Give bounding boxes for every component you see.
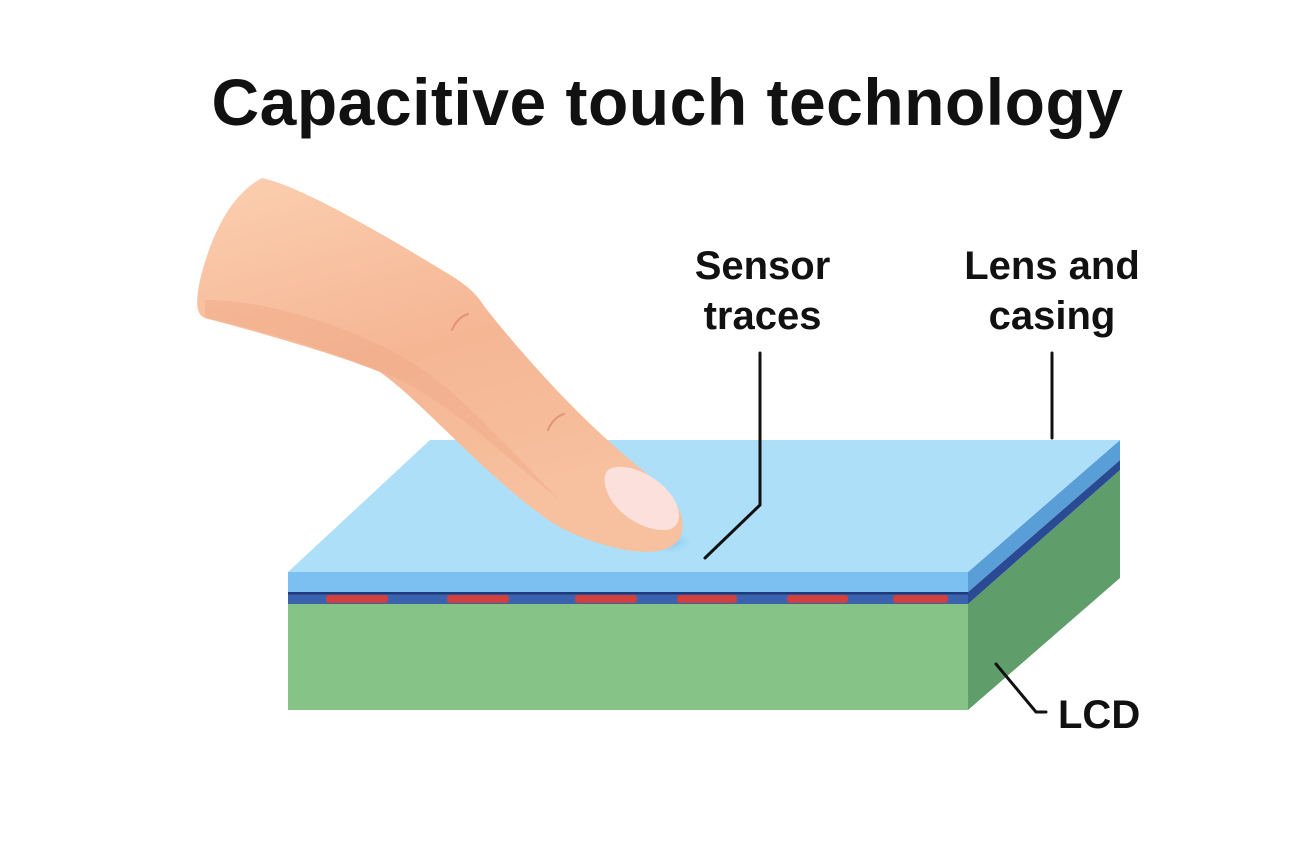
label-sensor-traces: Sensor traces xyxy=(680,241,845,341)
lens-front-face xyxy=(288,572,968,592)
knuckle-crease xyxy=(451,313,469,331)
sensor-traces-leader-line xyxy=(703,351,762,560)
label-lens-and-casing: Lens and casing xyxy=(948,241,1156,341)
finger-illustration xyxy=(197,178,683,552)
lcd-layer xyxy=(288,470,1120,710)
label-lcd: LCD xyxy=(1058,693,1141,737)
finger xyxy=(197,178,683,552)
label-sensor-traces-line1: Sensor xyxy=(694,244,831,288)
trace-segment xyxy=(893,595,948,603)
trace-segment xyxy=(787,595,848,603)
lcd-leader-line xyxy=(994,662,1048,714)
knuckle-crease xyxy=(547,413,565,431)
label-lens-line2: casing xyxy=(988,294,1116,338)
finger-shadow xyxy=(205,300,560,500)
sensor-traces xyxy=(326,595,948,603)
label-sensor-traces-line2: traces xyxy=(703,294,822,338)
lcd-front-face xyxy=(288,604,968,710)
sensor-edge-line xyxy=(288,592,968,595)
fingernail xyxy=(604,466,679,530)
trace-segment xyxy=(447,595,509,603)
label-lens-line1: Lens and xyxy=(964,244,1140,288)
sensor-side-face xyxy=(968,460,1120,604)
trace-segment xyxy=(326,595,388,603)
leader-lines xyxy=(703,351,1054,714)
diagram-title: Capacitive touch technology xyxy=(211,65,1124,139)
trace-segment xyxy=(677,595,737,603)
trace-segment xyxy=(575,595,637,603)
lcd-side-face xyxy=(968,470,1120,710)
sensor-layer xyxy=(288,460,1120,604)
lens-side-face xyxy=(968,440,1120,592)
